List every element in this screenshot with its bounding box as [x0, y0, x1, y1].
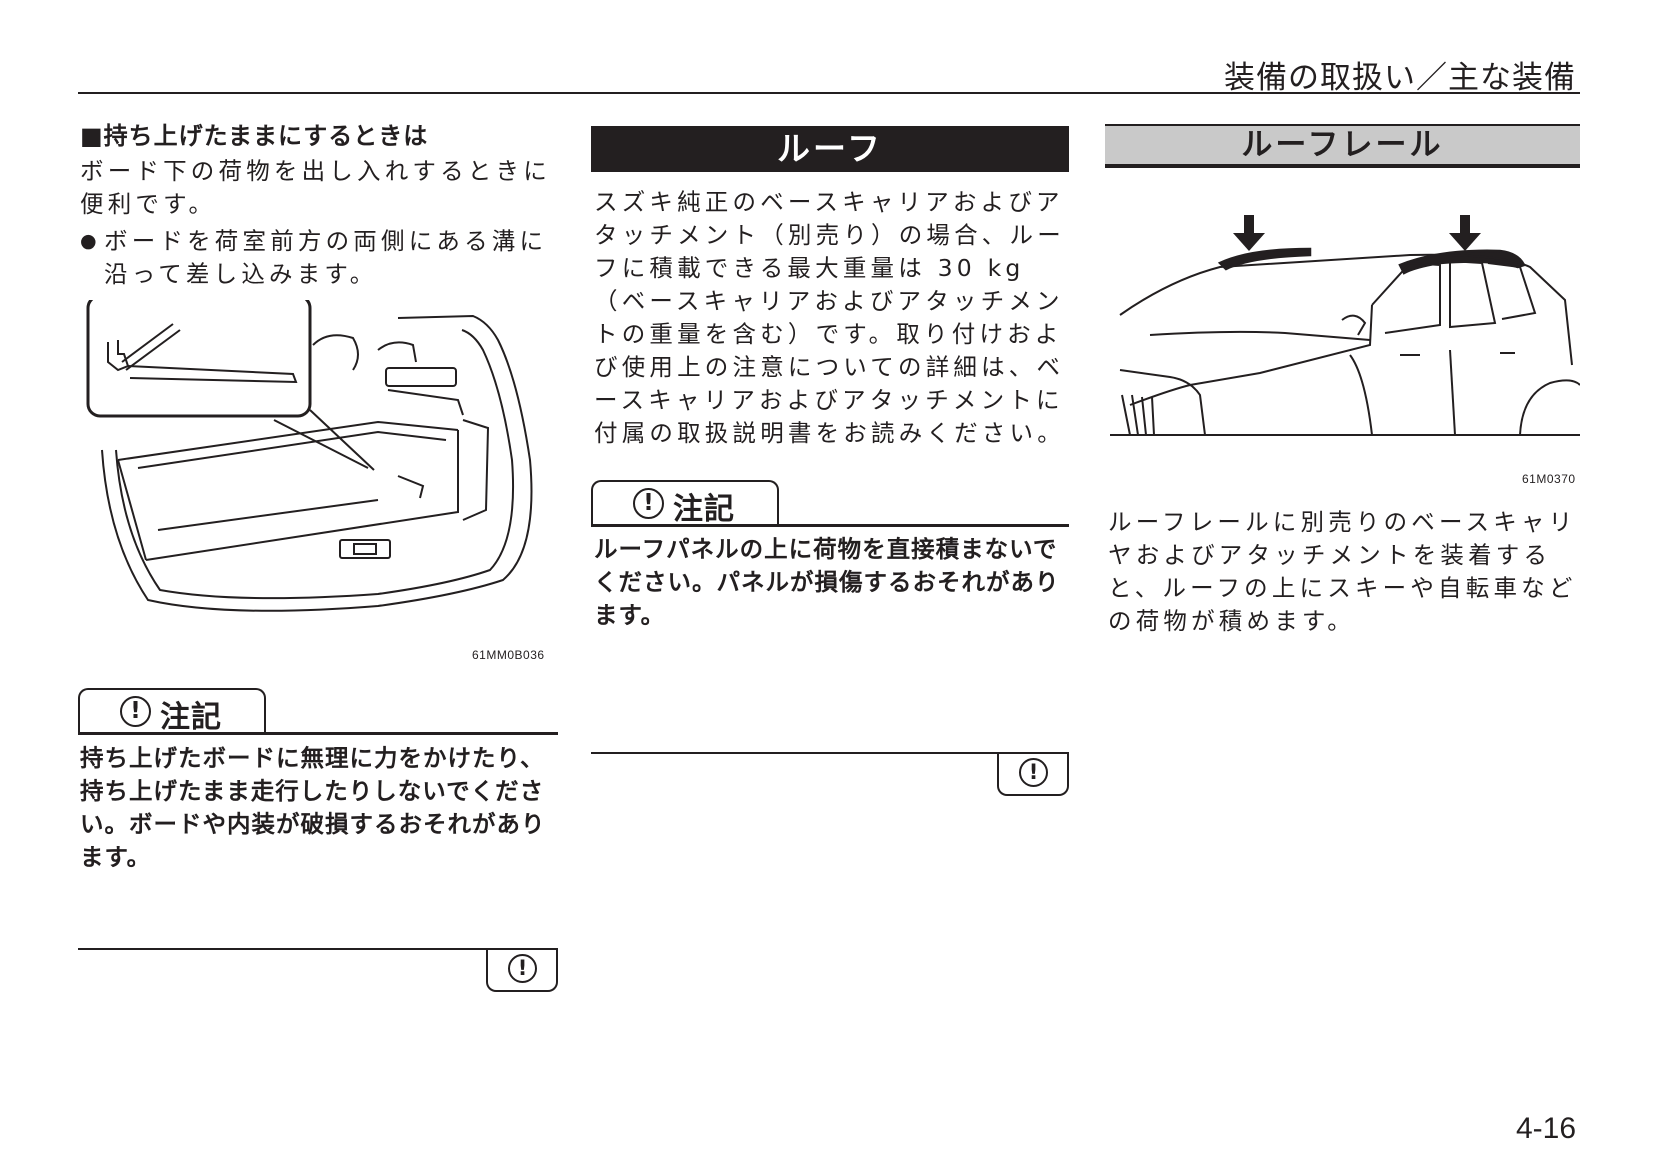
middle-caution-header: ! 注記 [591, 480, 1069, 527]
middle-caution-tab: ! 注記 [591, 480, 779, 527]
middle-caution-label: 注記 [673, 492, 735, 527]
header-rule [78, 92, 1580, 94]
left-caution-tab: ! 注記 [78, 688, 266, 735]
left-caution-header: ! 注記 [78, 688, 558, 735]
left-caution-end-box: ! [486, 948, 558, 992]
cargo-board-illustration [86, 300, 533, 612]
exclamation-circle-icon: ! [633, 488, 664, 519]
left-subheading: ■持ち上げたままにするときは [80, 122, 429, 150]
roof-rail-illustration [1110, 215, 1580, 436]
left-bullet-text: ボードを荷室前方の両側にある溝に沿って差し込みます。 [104, 227, 548, 288]
page-header-title: 装備の取扱い／主な装備 [1224, 60, 1576, 96]
middle-caution-rule [591, 524, 1069, 527]
arrow-down-icon [1233, 215, 1481, 251]
left-caution-end-rule [78, 948, 558, 950]
roof-section-title: ルーフ [591, 126, 1069, 172]
left-caution-text: 持ち上げたボードに無理に力をかけたり、持ち上げたまま走行したりしないでください。… [80, 744, 546, 871]
right-figure-code: 61M0370 [1522, 472, 1576, 486]
roof-body-text: スズキ純正のベースキャリアおよびアタッチメント（別売り）の場合、ルーフに積載でき… [594, 188, 1065, 447]
exclamation-circle-icon: ! [1019, 758, 1048, 787]
left-intro-text: ボード下の荷物を出し入れするときに便利です。 [80, 157, 551, 218]
middle-caution-text: ルーフパネルの上に荷物を直接積まないでください。パネルが損傷するおそれがあります… [594, 535, 1060, 629]
left-bullet-item: ボードを荷室前方の両側にある溝に沿って差し込みます。 [80, 225, 558, 291]
left-caution-rule [78, 732, 558, 735]
left-figure-code: 61MM0B036 [472, 648, 545, 662]
left-caution-end: ! [78, 948, 558, 992]
roof-rail-section-title: ルーフレール [1105, 124, 1580, 168]
middle-caution-end-rule [591, 752, 1069, 754]
middle-caution-end: ! [591, 752, 1069, 796]
exclamation-circle-icon: ! [508, 954, 537, 983]
exclamation-circle-icon: ! [120, 696, 151, 727]
page-number: 4-16 [1515, 1112, 1576, 1145]
roof-rail-body-text: ルーフレールに別売りのベースキャリヤおよびアタッチメントを装着すると、ルーフの上… [1108, 508, 1577, 635]
left-caution-label: 注記 [160, 700, 222, 735]
middle-caution-end-box: ! [997, 752, 1069, 796]
